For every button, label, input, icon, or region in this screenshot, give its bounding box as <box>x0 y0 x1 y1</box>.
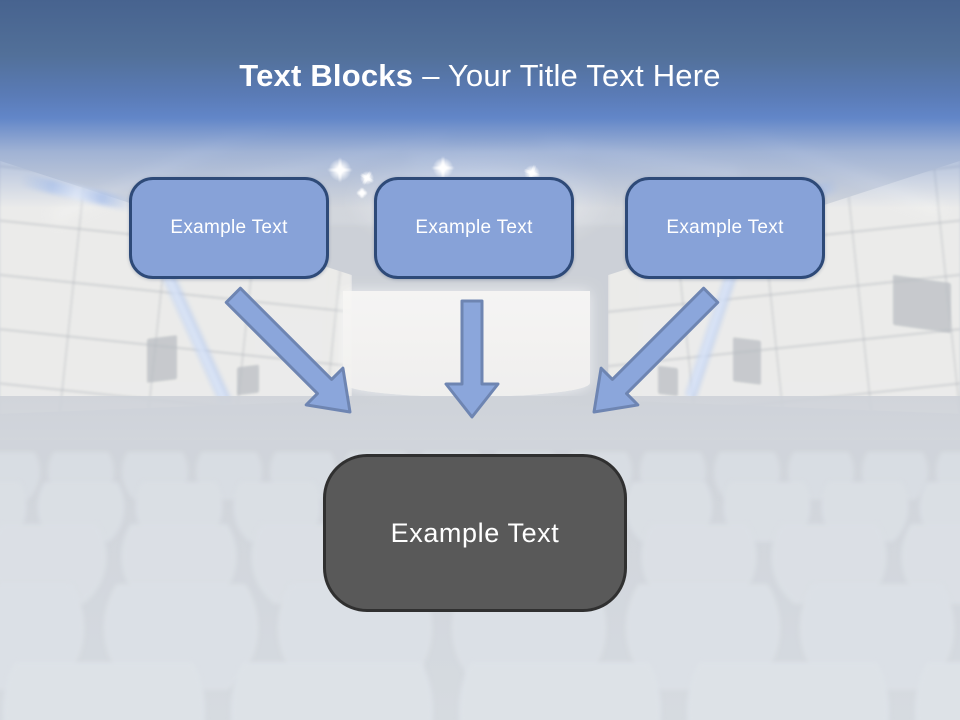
seat-row <box>0 662 960 720</box>
down-arrow-icon[interactable] <box>443 299 501 420</box>
title-placeholder-text: – Your Title Text Here <box>422 58 721 93</box>
header-band <box>0 0 960 210</box>
text-block-3[interactable]: Example Text <box>625 177 825 279</box>
down-left-arrow-icon[interactable] <box>572 274 732 434</box>
text-block-1[interactable]: Example Text <box>129 177 329 279</box>
title-bold-text: Text Blocks <box>239 58 414 93</box>
text-block-3-label: Example Text <box>666 217 784 238</box>
page-title[interactable]: Text Blocks– Your Title Text Here <box>0 54 960 98</box>
text-block-2-label: Example Text <box>415 217 533 238</box>
result-text-block-label: Example Text <box>390 517 560 548</box>
down-right-arrow-icon[interactable] <box>212 274 372 434</box>
text-block-1-label: Example Text <box>170 217 288 238</box>
text-block-2[interactable]: Example Text <box>374 177 574 279</box>
result-text-block[interactable]: Example Text <box>323 454 627 612</box>
